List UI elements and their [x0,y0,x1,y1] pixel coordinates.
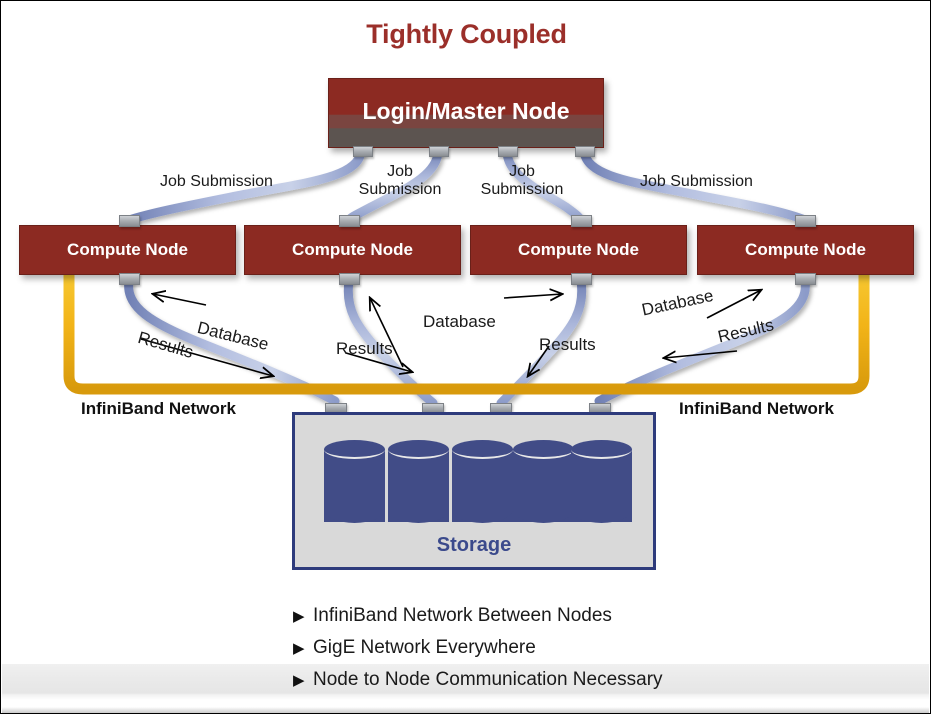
cylinder-top [388,440,449,459]
compute-node-3-top-port [571,215,592,227]
database-arrow-2 [370,298,404,368]
job-submission-label-2: Job Submission [351,163,449,199]
infiniband-network-label-right: InfiniBand Network [679,399,834,418]
infiniband-network-label-left: InfiniBand Network [81,399,236,418]
compute-node-3-label: Compute Node [518,240,639,259]
bullet-item-2: ▶ GigE Network Everywhere [293,632,813,664]
compute-node-4-bottom-port [795,273,816,285]
diagram-title: Tightly Coupled [366,19,567,49]
results-arrow-1 [140,338,273,376]
storage-cylinder-4 [513,440,574,523]
job-submission-label-3-line2: Submission [480,180,564,198]
compute-node-4-label: Compute Node [745,240,866,259]
storage-label: Storage [436,534,512,556]
flow-arrows [140,290,761,376]
database-label-2: Database [423,312,496,331]
database-arrow-1 [153,294,207,306]
job-submission-label-3: Job Submission [473,163,571,199]
cylinder-bottom [571,509,632,523]
bottom-gradient-band [2,664,929,713]
compute-node-4[interactable]: Compute Node [697,225,914,275]
compute-node-1-top-port [119,215,140,227]
bullet-item-1-label: InfiniBand Network Between Nodes [313,605,612,626]
master-node-port-4 [575,146,595,157]
compute-node-1[interactable]: Compute Node [19,225,236,275]
bullet-item-3-label: Node to Node Communication Necessary [313,669,663,690]
job-submission-label-2-line2: Submission [358,180,442,198]
cylinder-top [452,440,513,459]
job-submission-label-4: Job Submission [640,173,753,190]
login-master-node-label: Login/Master Node [362,97,570,124]
cylinder-bottom [388,509,449,523]
cylinder-top [324,440,385,459]
cylinder-bottom [324,509,385,523]
login-master-node[interactable]: Login/Master Node [328,78,604,148]
cylinder-top [571,440,632,459]
compute-node-3[interactable]: Compute Node [470,225,687,275]
triangle-bullet-icon: ▶ [293,639,305,657]
storage-cylinder-1 [324,440,385,523]
bullet-item-2-label: GigE Network Everywhere [313,637,536,658]
results-arrow-3 [528,345,550,376]
storage-box[interactable]: Storage [292,412,656,570]
compute-node-1-bottom-port [119,273,140,285]
compute-node-2-bottom-port [339,273,360,285]
triangle-bullet-icon: ▶ [293,671,305,689]
cylinder-bottom [452,509,513,523]
storage-cylinder-3 [452,440,513,523]
compute-node-2[interactable]: Compute Node [244,225,461,275]
compute-node-4-top-port [795,215,816,227]
results-arrow-2 [345,352,412,372]
master-node-port-2 [429,146,449,157]
infiniband-network-line [63,273,870,395]
job-submission-label-1: Job Submission [160,173,273,190]
job-submission-label-2-line1: Job [387,163,413,180]
database-arrow-3 [503,294,562,298]
bullet-item-1: ▶ InfiniBand Network Between Nodes [293,600,813,632]
compute-node-2-label: Compute Node [292,240,413,259]
master-node-port-3 [498,146,518,157]
bullet-list: ▶ InfiniBand Network Between Nodes ▶ Gig… [293,600,813,696]
bullet-item-3: ▶ Node to Node Communication Necessary [293,664,813,696]
storage-cylinder-2 [388,440,449,523]
job-submission-cables [124,146,810,225]
cylinder-top [513,440,574,459]
cylinder-bottom [513,509,574,523]
database-arrow-4 [706,290,761,319]
results-label-3: Results [539,335,596,354]
compute-node-3-bottom-port [571,273,592,285]
storage-cylinder-5 [571,440,632,523]
results-arrow-4 [664,350,738,358]
master-node-port-1 [353,146,373,157]
compute-node-2-top-port [339,215,360,227]
compute-node-1-label: Compute Node [67,240,188,259]
triangle-bullet-icon: ▶ [293,607,305,625]
results-label-2: Results [336,339,393,358]
job-submission-label-3-line1: Job [509,163,535,180]
